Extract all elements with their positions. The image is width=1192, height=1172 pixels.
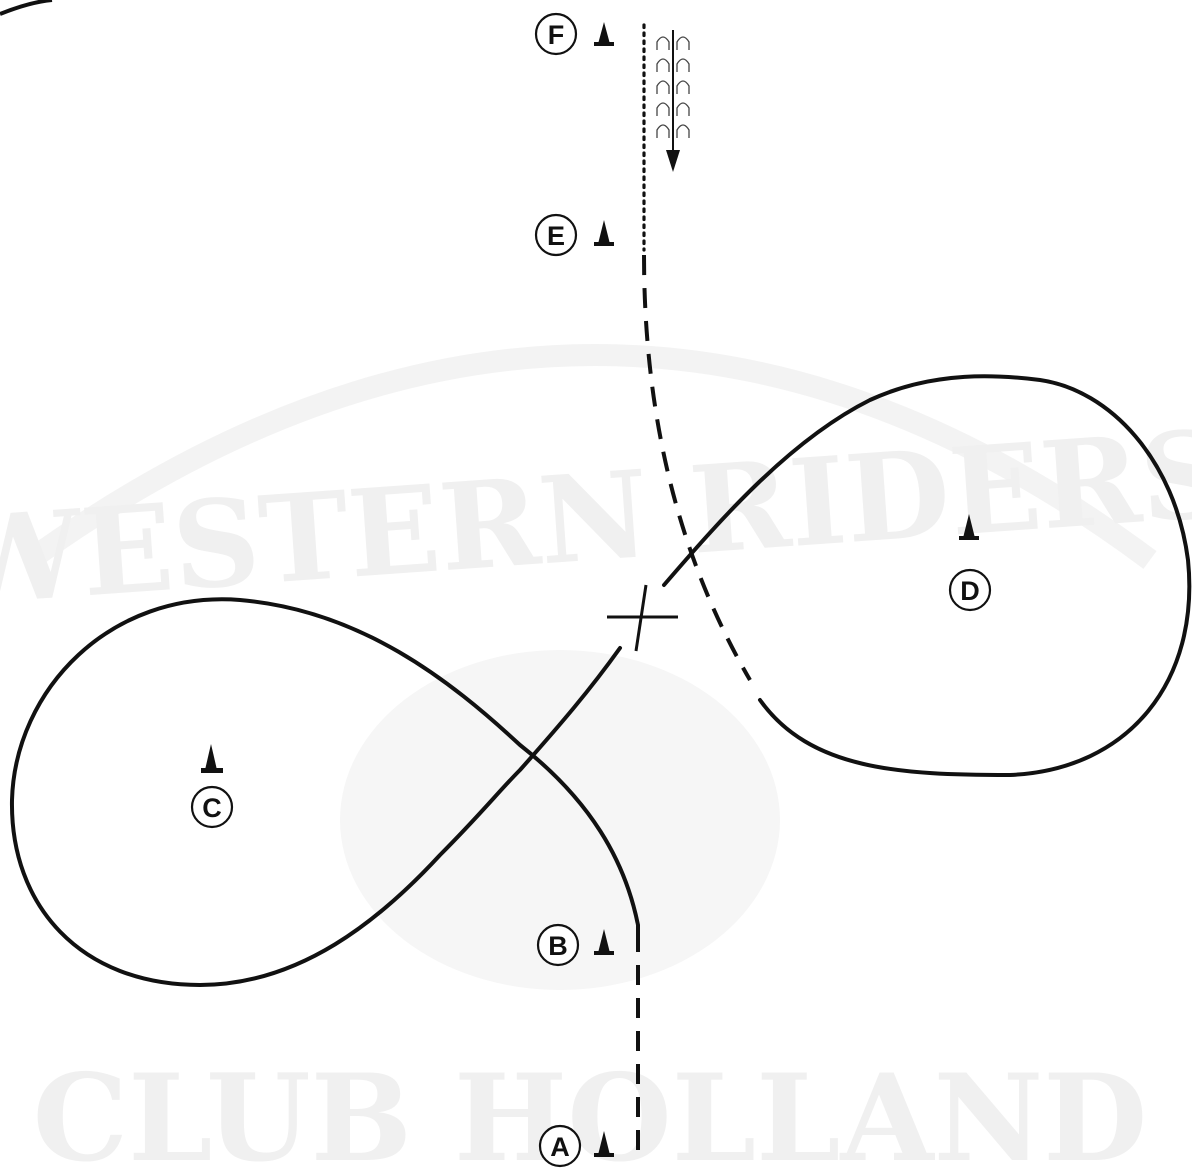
arrow-head (666, 150, 680, 172)
marker-a-label: A (550, 1132, 570, 1162)
hoofprint-icon (657, 30, 689, 172)
hoofprint-mark (657, 59, 669, 72)
lead-change-cross (607, 585, 678, 651)
marker-f: F (536, 14, 614, 54)
corner-arc (0, 0, 52, 14)
hoofprint-mark (677, 81, 689, 94)
marker-c-label: C (202, 793, 222, 823)
marker-e: E (536, 215, 614, 255)
hoofprint-mark (657, 81, 669, 94)
marker-b-label: B (548, 931, 568, 961)
hoofprint-mark (657, 103, 669, 116)
hoofprint-mark (677, 125, 689, 138)
hoofprint-mark (657, 37, 669, 50)
watermark: WESTERN RIDERS CLUB HOLLAND (0, 355, 1192, 1172)
marker-f-label: F (548, 20, 565, 50)
marker-d-label: D (960, 576, 980, 606)
hoofprint-mark (677, 103, 689, 116)
cone-icon (205, 744, 217, 770)
hoofprint-mark (677, 59, 689, 72)
hoofprint-mark (677, 37, 689, 50)
watermark-line2: CLUB HOLLAND (33, 1048, 1148, 1172)
cone-icon (598, 22, 610, 44)
watermark-line1: WESTERN RIDERS (0, 404, 1192, 634)
marker-e-label: E (547, 221, 565, 251)
hoofprint-mark (657, 125, 669, 138)
cone-icon (598, 220, 610, 244)
marker-c: C (192, 744, 232, 827)
